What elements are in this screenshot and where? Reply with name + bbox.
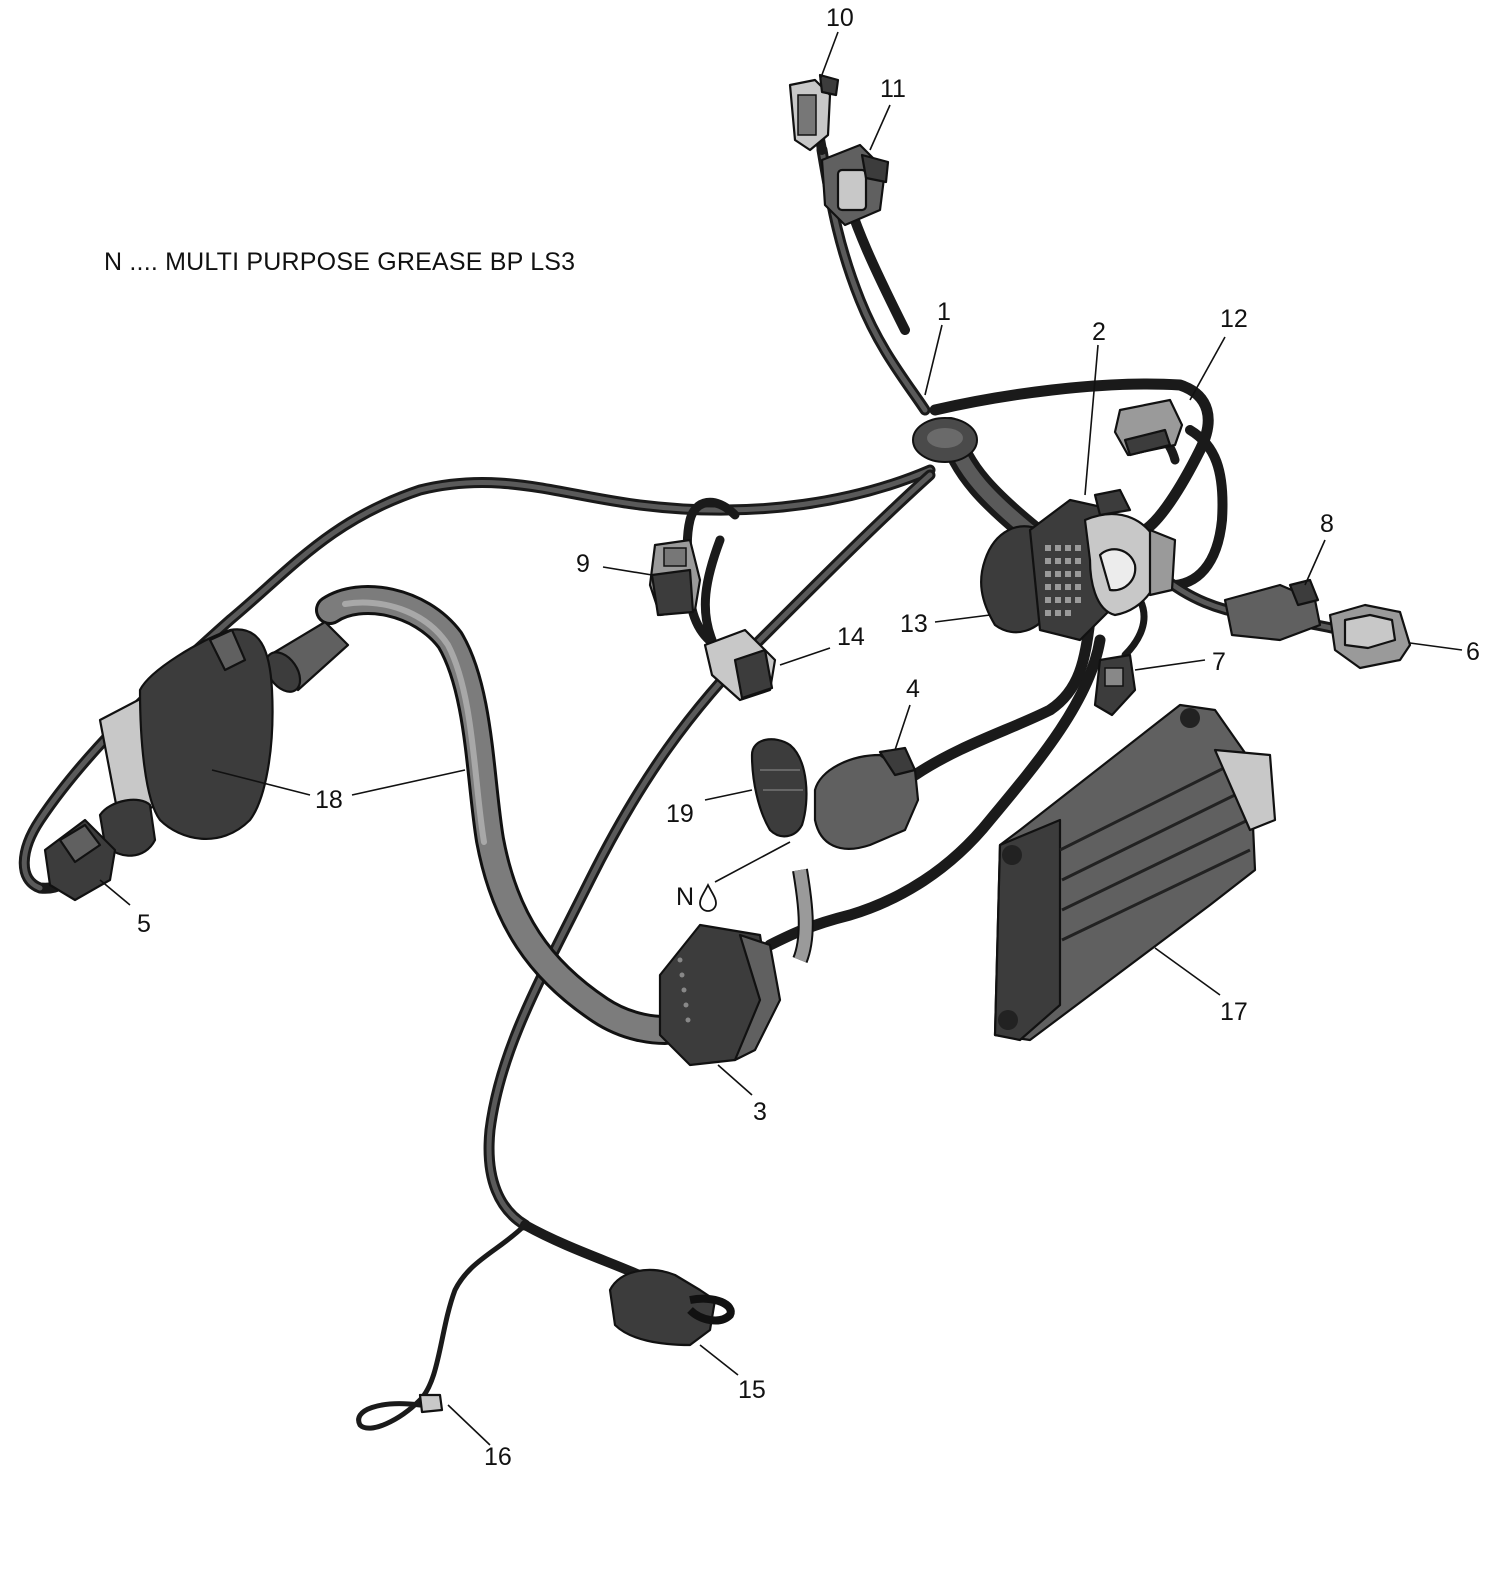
callout-17: 17 [1220, 998, 1248, 1026]
connector-9 [648, 538, 702, 617]
connector-11 [820, 143, 890, 227]
callout-10: 10 [826, 4, 854, 32]
callout-labels: 1 2 3 4 5 6 7 8 9 10 11 12 13 14 15 16 1… [137, 4, 1480, 1471]
connector-3 [658, 868, 814, 1067]
callout-3: 3 [753, 1098, 767, 1126]
callout-8: 8 [1320, 510, 1334, 538]
callout-11: 11 [880, 75, 906, 103]
callout-19: 19 [666, 800, 694, 828]
grease-drop-icon [699, 882, 717, 912]
callout-18: 18 [315, 786, 343, 814]
callout-4: 4 [906, 675, 920, 703]
callout-15: 15 [738, 1376, 766, 1404]
leader-lines [99, 31, 1463, 1446]
ignition-coil [98, 628, 274, 857]
callout-1: 1 [937, 298, 951, 326]
harness-hub [912, 417, 978, 463]
callout-14: 14 [837, 623, 865, 651]
callout-5: 5 [137, 910, 151, 938]
connector-12 [1113, 398, 1184, 457]
callout-6: 6 [1466, 638, 1480, 666]
callout-13: 13 [900, 610, 928, 638]
connector-4 [813, 746, 920, 850]
connector-14 [703, 628, 777, 702]
connector-15 [608, 1268, 735, 1347]
ecm-module-17 [993, 703, 1277, 1042]
harness-wires [18, 95, 1346, 1431]
grease-symbol-letter: N [676, 883, 694, 911]
connector-8 [1223, 578, 1322, 642]
grease-legend-note: N .... MULTI PURPOSE GREASE BP LS3 [104, 248, 576, 276]
callout-7: 7 [1212, 648, 1226, 676]
connector-6 [1328, 603, 1412, 670]
callout-16: 16 [484, 1443, 512, 1471]
grease-marker: N [676, 882, 717, 912]
callout-12: 12 [1220, 305, 1248, 333]
ecm-connector [980, 488, 1177, 642]
cap-19 [750, 738, 808, 838]
callout-2: 2 [1092, 318, 1106, 346]
terminal-16 [418, 1393, 444, 1414]
callout-9: 9 [576, 550, 590, 578]
connector-10 [788, 73, 840, 152]
ignition-coil-lead [264, 585, 680, 1045]
connector-7 [1093, 653, 1137, 717]
connector-5 [43, 818, 117, 902]
